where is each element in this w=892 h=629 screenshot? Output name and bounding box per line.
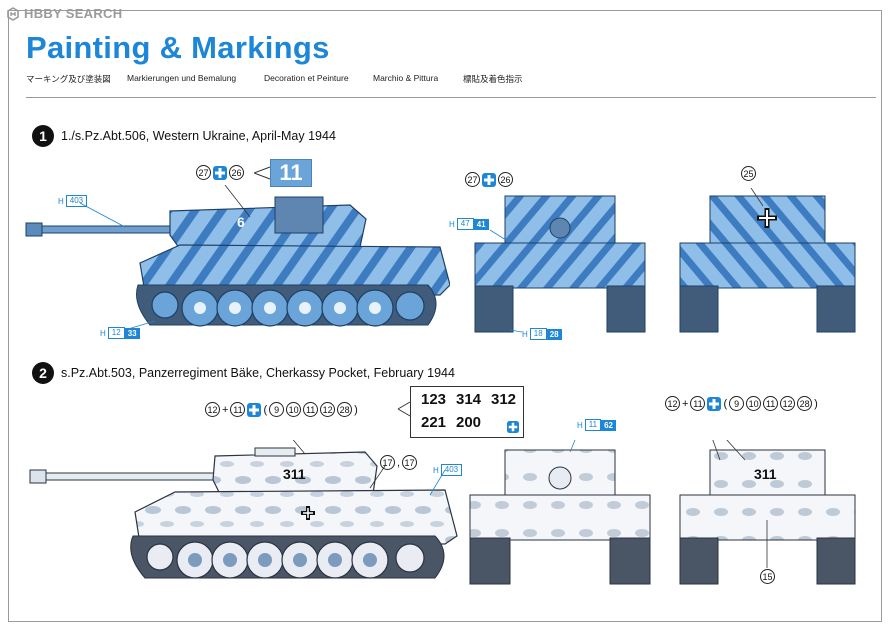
paren-open: ( (723, 397, 728, 410)
decal-ref-12: 12 (665, 396, 680, 411)
decal-ref-27: 27 (196, 165, 211, 180)
comma-separator: , (397, 456, 401, 469)
h-marker: H (58, 196, 64, 206)
plate-number-312: 312 (491, 391, 517, 408)
code-62: 62 (601, 419, 616, 431)
scheme-2-label: s.Pz.Abt.503, Panzerregiment Bäke, Cherk… (61, 366, 455, 380)
paren-close: ) (814, 397, 818, 410)
decal-option-12: 12 (780, 396, 796, 411)
code-41: 41 (473, 218, 489, 230)
scheme-2-rear-decal-refs: 12 + 11 ( 9 10 11 12 28 ) (665, 396, 818, 411)
page-frame (8, 10, 882, 622)
scheme-2-number: 2 (32, 362, 54, 384)
scheme-2-rear-hull-code: H 403 (433, 464, 463, 476)
decal-option-11: 11 (763, 396, 779, 411)
decal-option-10: 10 (286, 402, 302, 417)
h-marker: H (522, 329, 528, 339)
page-title: Painting & Markings (26, 30, 330, 65)
code-18: 18 (529, 328, 547, 340)
decal-option-11: 11 (303, 402, 319, 417)
decal-option-10: 10 (746, 396, 762, 411)
scheme-2-side-decal-refs: 12 + 11 ( 9 10 11 12 28 ) (205, 402, 358, 417)
code-47: 47 (456, 218, 474, 230)
decal-option-12: 12 (320, 402, 336, 417)
plus-sign: + (682, 397, 689, 410)
decal-ref-25: 25 (741, 166, 756, 181)
code-403: 403 (440, 464, 463, 476)
scheme-2-turret-number: 311 (283, 466, 306, 482)
decal-ref-27: 27 (465, 172, 480, 187)
turret-number-decal-sheet: 123 314 312 221 200 (410, 386, 524, 438)
scheme-2-side-view (29, 440, 458, 579)
decal-ref-26: 26 (498, 172, 513, 187)
decal-ref-12: 12 (205, 402, 220, 417)
decal-ref-17: 17 (380, 455, 395, 470)
scheme-1-front-lower-code: H 18 28 (522, 328, 562, 340)
code-12: 12 (107, 327, 125, 339)
watermark-prefix: H (24, 6, 34, 21)
plus-sign: + (222, 403, 229, 416)
scheme-1-rear-decal-refs: 25 (741, 166, 756, 181)
decal-ref-15: 15 (760, 569, 775, 584)
scheme-2-rear-turret-number: 311 (754, 466, 777, 482)
balkenkreuz-icon (213, 165, 227, 180)
decal-ref-11: 11 (690, 396, 706, 411)
scheme-2-front-view (469, 440, 651, 585)
scheme-1-number: 1 (32, 125, 54, 147)
plate-number-314: 314 (456, 391, 482, 408)
scheme-2-rear-view (679, 440, 856, 585)
paren-close: ) (354, 403, 358, 416)
decal-ref-17: 17 (402, 455, 418, 470)
h-marker: H (433, 465, 439, 475)
lang-italian: Marchio & Pittura (373, 73, 439, 83)
scheme-1-turret-number: 6 (237, 214, 245, 230)
scheme-2-front-code: H 11 62 (577, 419, 616, 431)
scheme-1-front-code: H 47 41 (449, 218, 489, 230)
plate-number-200: 200 (456, 414, 482, 431)
h-marker: H (577, 420, 583, 430)
decal-ref-11: 11 (230, 402, 246, 417)
scheme-1-side-decal-refs: 27 26 (196, 165, 244, 180)
decal-pointer-arrow-icon (254, 166, 271, 180)
scheme-1-rear-view (679, 188, 856, 333)
scheme-1-side-view (25, 185, 450, 330)
lang-german: Markierungen und Bemalung (127, 73, 237, 83)
scheme-1-side-lower-code: H 12 33 (100, 327, 140, 339)
balkenkreuz-icon (482, 172, 496, 187)
scheme-1-label: 1./s.Pz.Abt.506, Western Ukraine, April-… (61, 129, 336, 143)
decal-option-28: 28 (797, 396, 813, 411)
scheme-2-heading: 2 s.Pz.Abt.503, Panzerregiment Bäke, Che… (32, 362, 455, 384)
code-403: 403 (65, 195, 88, 207)
code-33: 33 (124, 327, 140, 339)
hobby-search-logo-icon (7, 6, 19, 21)
code-11: 11 (584, 419, 602, 431)
plate-pointer-arrow-icon (397, 401, 411, 417)
h-marker: H (100, 328, 106, 338)
scheme-2-rear-bottom-ref: 15 (760, 569, 775, 584)
decal-option-9: 9 (729, 396, 745, 411)
balkenkreuz-icon (707, 396, 722, 411)
balkenkreuz-icon (507, 421, 519, 433)
decal-option-9: 9 (269, 402, 285, 417)
balkenkreuz-icon (247, 402, 262, 417)
decal-option-28: 28 (337, 402, 353, 417)
scheme-1-heading: 1 1./s.Pz.Abt.506, Western Ukraine, Apri… (32, 125, 336, 147)
scheme-1-front-view (474, 195, 646, 333)
h-marker: H (449, 219, 455, 229)
scheme-2-side-decal-ref-17: 17 , 17 (380, 455, 418, 470)
decal-ref-26: 26 (229, 165, 244, 180)
lang-french: Decoration et Peinture (264, 73, 349, 83)
plate-number-221: 221 (421, 414, 447, 431)
code-28: 28 (546, 328, 562, 340)
scheme-1-turret-decal-11: 11 (270, 159, 312, 187)
plate-number-123: 123 (421, 391, 447, 408)
paren-open: ( (263, 403, 268, 416)
header-divider (26, 97, 876, 98)
scheme-1-gun-code: H 403 (58, 195, 88, 207)
scheme-1-front-decal-refs: 27 26 (465, 172, 513, 187)
lang-chinese: 標貼及着色指示 (463, 74, 523, 84)
lang-japanese: マーキング及び塗装図 (26, 74, 111, 84)
watermark-suffix: BBY SEARCH (33, 6, 123, 21)
